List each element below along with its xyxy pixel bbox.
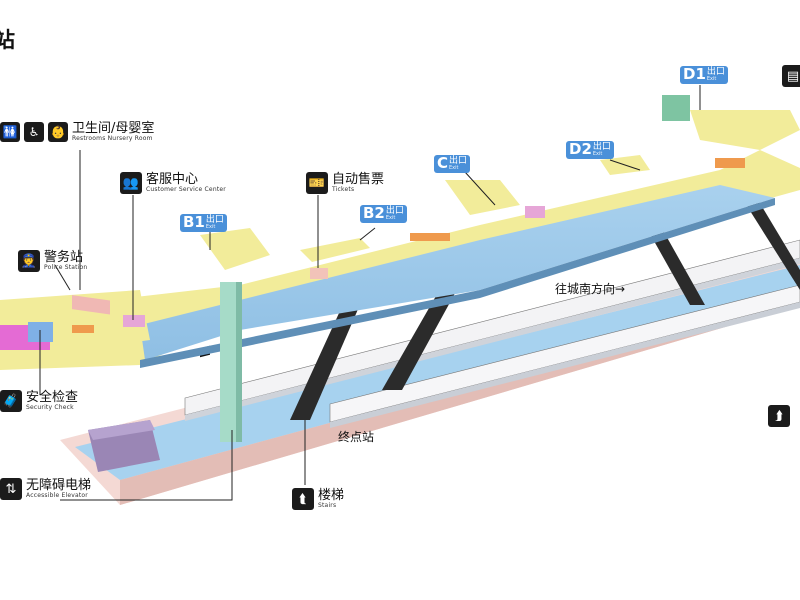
security-label: 🧳 安全检查 Security Check	[0, 390, 78, 412]
elevator-en: Accessible Elevator	[26, 491, 88, 499]
nursery-icon: 👶	[48, 122, 68, 142]
police-box	[72, 295, 110, 315]
d1-green-block	[662, 95, 690, 121]
exit-b2-en: Exit	[385, 215, 396, 221]
leader-b2	[359, 227, 376, 241]
stairs-label: ⮬ 楼梯 Stairs	[292, 488, 344, 510]
ticket-box	[310, 268, 328, 279]
police-icon: 👮	[18, 250, 40, 272]
escalator-icon-right: ⮭	[768, 405, 790, 427]
stair-1	[290, 300, 362, 420]
leader-police	[54, 264, 71, 291]
elevator-icon: ⇅	[0, 478, 22, 500]
elevator-column-side	[236, 282, 242, 442]
exit-d1-zh: 出口	[706, 67, 725, 77]
concourse-edge	[140, 198, 775, 368]
stair-4	[740, 195, 800, 290]
elevator-box-top	[88, 420, 155, 440]
security-text: 安全检查 Security Check	[26, 391, 78, 411]
station-title: 站	[0, 28, 15, 52]
lower-platform	[75, 265, 800, 480]
leader-c	[464, 171, 496, 206]
orange-gates-2	[410, 233, 450, 241]
security-check-icon: 🧳	[0, 390, 22, 412]
direction-label: 往城南方向→	[555, 282, 626, 296]
exit-b1-en: Exit	[205, 224, 216, 230]
orange-gates-1	[72, 325, 94, 333]
exit-c-en: Exit	[449, 165, 459, 171]
ticket-label: 🎫 自动售票 Tickets	[306, 172, 384, 194]
restroom-en: Restrooms Nursery Room	[72, 134, 153, 142]
police-en: Police Station	[44, 263, 88, 271]
stairs-en: Stairs	[318, 501, 337, 509]
security-zh: 安全检查	[26, 390, 79, 406]
restroom-text: 卫生间/母婴室 Restrooms Nursery Room	[72, 122, 154, 142]
security-en: Security Check	[26, 403, 74, 411]
exit-c-id: C	[437, 154, 449, 172]
b1-corridor	[200, 228, 270, 270]
ticket-zh: 自动售票	[332, 172, 385, 188]
customer-service-text: 客服中心 Customer Service Center	[146, 173, 226, 193]
ticket-office-icon-right: ▤	[782, 65, 800, 87]
d1-corridor	[690, 110, 800, 150]
accessible-restroom-icon: ♿	[24, 122, 44, 142]
exit-d2-id: D2	[569, 140, 592, 158]
orange-gates-3	[715, 158, 745, 168]
exit-d1-id: D1	[683, 65, 706, 83]
c-corridor	[445, 180, 520, 215]
exit-b2-id: B2	[363, 204, 385, 222]
concourse-blue-floor	[140, 185, 775, 360]
customer-service-icon: 👥	[120, 172, 142, 194]
restroom-icon: 🚻	[0, 122, 20, 142]
exit-d2-zh: 出口	[592, 142, 611, 152]
exit-d1-en: Exit	[706, 76, 717, 82]
exit-b2-zh: 出口	[385, 206, 404, 216]
elevator-text: 无障碍电梯 Accessible Elevator	[26, 479, 91, 499]
restroom-label: 🚻 ♿ 👶 卫生间/母婴室 Restrooms Nursery Room	[0, 122, 154, 142]
stairs-zh: 楼梯	[318, 488, 345, 504]
ticket-text: 自动售票 Tickets	[332, 173, 384, 193]
elevator-column	[220, 282, 236, 442]
terminal-label: 终点站	[338, 430, 375, 444]
police-zh: 警务站	[44, 250, 84, 266]
leader-d2	[609, 159, 641, 171]
service-box	[123, 315, 145, 327]
elevator-zh: 无障碍电梯	[26, 478, 92, 494]
elevator-label: ⇅ 无障碍电梯 Accessible Elevator	[0, 478, 91, 500]
ticket-en: Tickets	[332, 185, 355, 193]
exit-b1-zh: 出口	[205, 215, 224, 225]
police-label: 👮 警务站 Police Station	[18, 250, 87, 272]
customer-service-zh: 客服中心	[146, 172, 199, 188]
stairs-text: 楼梯 Stairs	[318, 489, 344, 509]
customer-service-en: Customer Service Center	[146, 185, 226, 193]
ticket-machine-icon: 🎫	[306, 172, 328, 194]
customer-service-label: 👥 客服中心 Customer Service Center	[120, 172, 226, 194]
exit-d2-en: Exit	[592, 151, 603, 157]
stair-3	[645, 225, 705, 305]
c-kiosk	[525, 206, 545, 218]
exit-c-zh: 出口	[449, 156, 468, 166]
leader-elevator	[60, 430, 233, 501]
restroom-zh: 卫生间/母婴室	[72, 121, 155, 137]
police-text: 警务站 Police Station	[44, 251, 87, 271]
stairs-icon: ⮬	[292, 488, 314, 510]
train-lower-front	[184, 239, 800, 428]
exit-b1-id: B1	[183, 213, 205, 231]
